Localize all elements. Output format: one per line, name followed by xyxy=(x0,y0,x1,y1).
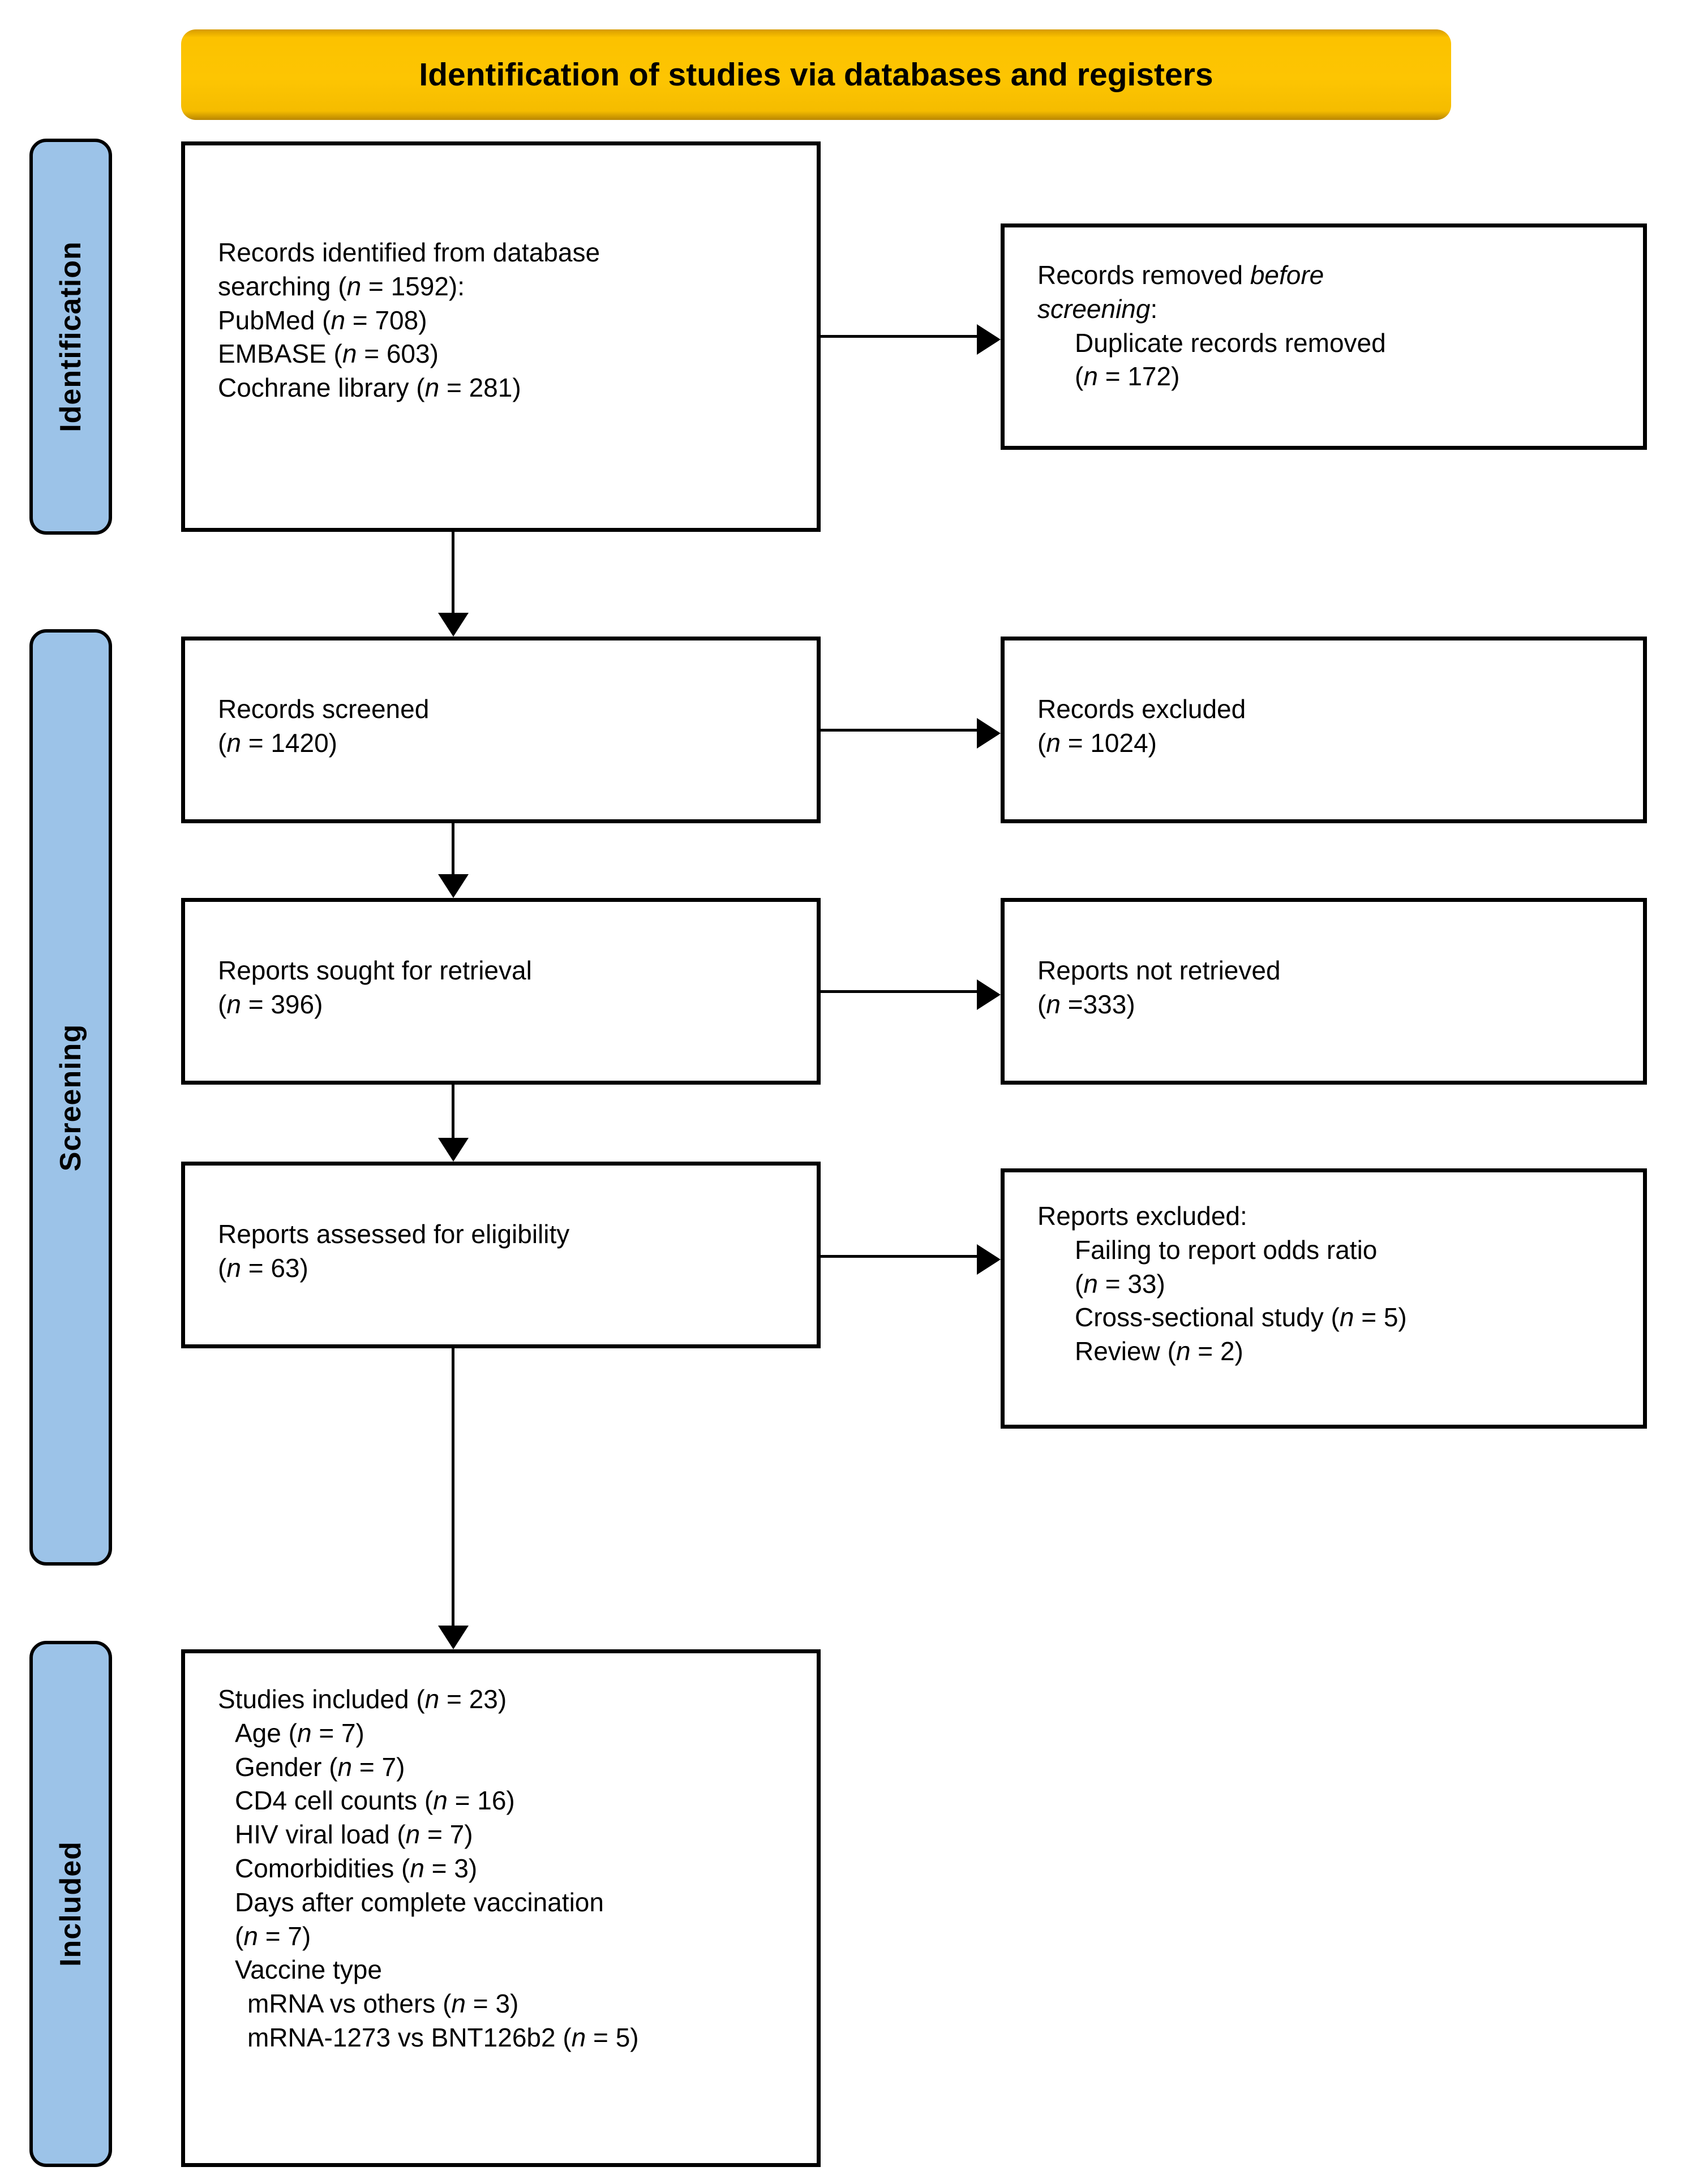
line: Cross-sectional study (n = 5) xyxy=(1075,1302,1407,1332)
line: (n = 396) xyxy=(218,989,323,1019)
arrowhead-right-icon xyxy=(977,1244,1001,1275)
line: Cochrane library (n = 281) xyxy=(218,373,521,403)
box-reports-assessed-for-eligibility: Reports assessed for eligibility (n = 63… xyxy=(181,1162,821,1348)
phase-label-screening-text: Screening xyxy=(54,1024,88,1171)
arrowhead-down-icon xyxy=(438,613,469,637)
header-banner: Identification of studies via databases … xyxy=(181,29,1451,120)
box-records-removed-before-screening: Records removed before screening: Duplic… xyxy=(1001,223,1647,450)
connector-sought-to-assessed xyxy=(452,1085,454,1139)
line: Comorbidities (n = 3) xyxy=(235,1853,478,1883)
phase-label-identification: Identification xyxy=(29,139,112,535)
line: Records removed before xyxy=(1037,260,1324,290)
box-records-screened-text: Records screened (n = 1420) xyxy=(218,693,805,760)
connector-screened-to-excluded xyxy=(821,729,980,732)
line: Vaccine type xyxy=(235,1955,382,1985)
box-records-excluded-text: Records excluded (n = 1024) xyxy=(1037,693,1632,760)
connector-identified-to-screened xyxy=(452,532,454,614)
arrowhead-down-icon xyxy=(438,1138,469,1162)
page-title: Identification of studies via databases … xyxy=(419,56,1213,93)
line: Days after complete vaccination xyxy=(235,1887,604,1917)
line: screening: xyxy=(1037,294,1158,324)
line: mRNA-1273 vs BNT126b2 (n = 5) xyxy=(247,2022,639,2052)
connector-screened-to-sought xyxy=(452,823,454,875)
line: CD4 cell counts (n = 16) xyxy=(235,1786,515,1816)
line: PubMed (n = 708) xyxy=(218,305,427,335)
arrowhead-right-icon xyxy=(977,324,1001,355)
box-studies-included-text: Studies included (n = 23) Age (n = 7) Ge… xyxy=(218,1683,805,2055)
arrowhead-down-icon xyxy=(438,874,469,898)
box-reports-assessed-text: Reports assessed for eligibility (n = 63… xyxy=(218,1218,805,1286)
line: (n = 1420) xyxy=(218,728,337,758)
box-reports-sought-text: Reports sought for retrieval (n = 396) xyxy=(218,954,805,1022)
box-records-excluded: Records excluded (n = 1024) xyxy=(1001,637,1647,823)
line: (n = 33) xyxy=(1075,1269,1165,1299)
line: Studies included (n = 23) xyxy=(218,1684,507,1714)
line: Records excluded xyxy=(1037,694,1246,724)
line: Duplicate records removed xyxy=(1075,328,1386,358)
line: Failing to report odds ratio xyxy=(1075,1235,1378,1265)
line: (n = 63) xyxy=(218,1253,308,1283)
arrowhead-right-icon xyxy=(977,979,1001,1010)
connector-assessed-to-included xyxy=(452,1348,454,1627)
line: EMBASE (n = 603) xyxy=(218,339,439,369)
line: mRNA vs others (n = 3) xyxy=(247,1989,519,2019)
phase-label-included-text: Included xyxy=(54,1841,88,1967)
line: Age (n = 7) xyxy=(235,1718,364,1748)
line: Reports not retrieved xyxy=(1037,956,1281,985)
box-reports-not-retrieved-text: Reports not retrieved (n =333) xyxy=(1037,954,1632,1022)
phase-label-included: Included xyxy=(29,1641,112,2167)
arrowhead-down-icon xyxy=(438,1626,469,1649)
line: Reports excluded: xyxy=(1037,1201,1247,1231)
arrowhead-right-icon xyxy=(977,718,1001,749)
line: (n =333) xyxy=(1037,989,1135,1019)
line: Reports sought for retrieval xyxy=(218,956,532,985)
connector-identified-to-removed xyxy=(821,335,980,338)
line: Gender (n = 7) xyxy=(235,1752,405,1782)
line: Records identified from database xyxy=(218,238,600,267)
line: Records screened xyxy=(218,694,430,724)
line: (n = 7) xyxy=(235,1921,311,1951)
line: (n = 172) xyxy=(1075,362,1180,392)
box-studies-included: Studies included (n = 23) Age (n = 7) Ge… xyxy=(181,1649,821,2167)
line: (n = 1024) xyxy=(1037,728,1157,758)
box-reports-excluded-text: Reports excluded: Failing to report odds… xyxy=(1037,1200,1632,1369)
box-reports-excluded: Reports excluded: Failing to report odds… xyxy=(1001,1168,1647,1429)
box-records-identified: Records identified from database searchi… xyxy=(181,141,821,532)
connector-assessed-to-reports-excluded xyxy=(821,1255,980,1258)
connector-sought-to-not-retrieved xyxy=(821,990,980,993)
phase-label-screening: Screening xyxy=(29,629,112,1566)
line: Reports assessed for eligibility xyxy=(218,1219,570,1249)
line: HIV viral load (n = 7) xyxy=(235,1820,473,1850)
box-reports-not-retrieved: Reports not retrieved (n =333) xyxy=(1001,898,1647,1085)
line: Review (n = 2) xyxy=(1075,1336,1243,1366)
phase-label-identification-text: Identification xyxy=(54,241,87,432)
box-reports-sought-for-retrieval: Reports sought for retrieval (n = 396) xyxy=(181,898,821,1085)
line: searching (n = 1592): xyxy=(218,271,465,301)
box-records-removed-text: Records removed before screening: Duplic… xyxy=(1037,259,1632,394)
box-records-screened: Records screened (n = 1420) xyxy=(181,637,821,823)
box-records-identified-text: Records identified from database searchi… xyxy=(218,236,805,405)
